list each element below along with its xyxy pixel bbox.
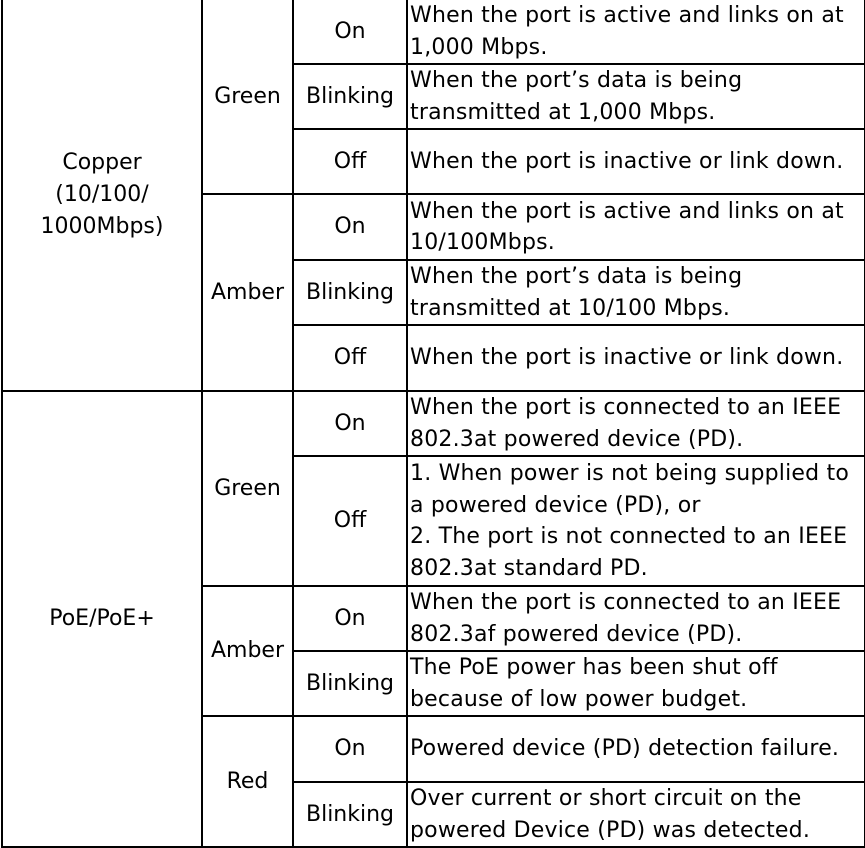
led-state: Blinking bbox=[292, 781, 408, 848]
led-state: Off bbox=[292, 128, 408, 195]
table-row: Copper (10/100/ 1000Mbps) Green On When … bbox=[1, 0, 865, 392]
table-row: Red On Powered device (PD) detection fai… bbox=[2, 715, 865, 848]
led-color-green: Green bbox=[201, 0, 294, 195]
table-row: Blinking The PoE power has been shut off… bbox=[2, 650, 865, 717]
led-description: When the port is inactive or link down. bbox=[406, 324, 865, 392]
led-description: When the port is inactive or link down. bbox=[406, 128, 865, 195]
led-description: Over current or short circuit on the pow… bbox=[406, 781, 865, 848]
table-row: Blinking When the port’s data is being t… bbox=[2, 63, 865, 130]
led-color-amber: Amber bbox=[201, 193, 294, 392]
led-color-amber: Amber bbox=[201, 585, 294, 717]
table-row: Off When the port is inactive or link do… bbox=[2, 324, 865, 392]
led-state: Off bbox=[292, 324, 408, 392]
port-type-poe: PoE/PoE+ bbox=[1, 390, 203, 848]
led-description: When the port is active and links on at … bbox=[406, 193, 865, 261]
led-state: On bbox=[292, 193, 408, 261]
table-row: Blinking Over current or short circuit o… bbox=[2, 781, 865, 848]
led-description: When the port is connected to an IEEE 80… bbox=[406, 585, 865, 652]
led-state: Blinking bbox=[292, 259, 408, 326]
led-description: The PoE power has been shut off because … bbox=[406, 650, 865, 717]
led-description: Powered device (PD) detection failure. bbox=[406, 715, 865, 783]
led-color-green: Green bbox=[201, 390, 294, 587]
table-row: Amber On When the port is active and lin… bbox=[2, 193, 865, 392]
led-description: When the port’s data is being transmitte… bbox=[406, 259, 865, 326]
table-row: Off When the port is inactive or link do… bbox=[2, 128, 865, 195]
led-state: On bbox=[292, 390, 408, 457]
led-state: On bbox=[292, 0, 408, 65]
table-row: Blinking When the port’s data is being t… bbox=[2, 259, 865, 326]
table-row: Off 1. When power is not being supplied … bbox=[2, 455, 865, 587]
led-state: On bbox=[292, 585, 408, 652]
table-row: Amber On When the port is connected to a… bbox=[2, 585, 865, 717]
led-state: Blinking bbox=[292, 650, 408, 717]
led-color-red: Red bbox=[201, 715, 294, 848]
port-type-copper: Copper (10/100/ 1000Mbps) bbox=[1, 0, 203, 392]
led-state: On bbox=[292, 715, 408, 783]
led-description: When the port’s data is being transmitte… bbox=[406, 63, 865, 130]
led-description: 1. When power is not being supplied to a… bbox=[406, 455, 865, 587]
led-state: Blinking bbox=[292, 63, 408, 130]
led-description: When the port is connected to an IEEE 80… bbox=[406, 390, 865, 457]
table-row: PoE/PoE+ Green On When the port is conne… bbox=[1, 390, 865, 848]
led-description: When the port is active and links on at … bbox=[406, 0, 865, 65]
led-state: Off bbox=[292, 455, 408, 587]
